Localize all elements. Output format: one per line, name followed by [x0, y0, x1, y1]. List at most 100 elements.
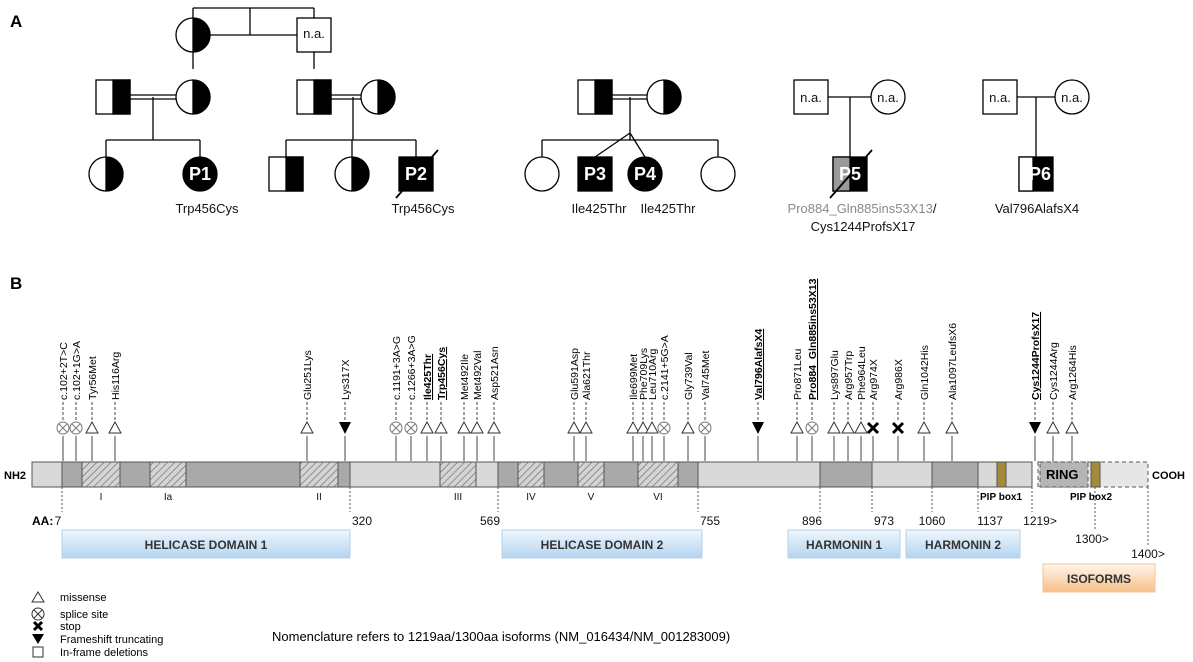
mutation-label: Met492Ile [459, 354, 471, 400]
position-320: 320 [352, 514, 372, 528]
mutation-label: Ile425Thr [422, 354, 434, 400]
mutation-label: Pro884_Gln885ins53X13 [807, 278, 819, 400]
position-1400: 1400> [1131, 547, 1165, 561]
mutation-marker: Cys1244Arg [1046, 342, 1060, 461]
pip-box1-bar [996, 461, 1007, 488]
mutation-label: Ala1097LeufsX6 [947, 323, 959, 400]
legend-inframe-icon [32, 646, 44, 658]
pip-box1-label: PIP box1 [980, 492, 1022, 503]
position-guides [61, 487, 1149, 545]
legend-missense-icon [31, 591, 45, 603]
legend-stop-icon [32, 620, 44, 632]
mutation-marker: Tyr56Met [85, 356, 99, 461]
mutation-label: Glu251Lys [302, 350, 314, 400]
mutation-label: Ala621Thr [581, 351, 593, 400]
legend: missense splice site stop Frameshift tru… [31, 591, 163, 659]
motif-V-box [577, 461, 605, 488]
position-973: 973 [874, 514, 894, 528]
helicase-domain-1-label: HELICASE DOMAIN 1 [145, 538, 268, 552]
p1-mutation: Trp456Cys [175, 201, 239, 216]
mutation-label: Lys897Glu [829, 350, 841, 400]
mutation-marker: Ala621Thr [579, 351, 593, 461]
p5-mutation-line: Pro884_Gln885ins53X13/ [788, 201, 937, 216]
motif-III-box [439, 461, 477, 488]
mutation-label: c.1266+3A>G [406, 335, 418, 400]
mutation-label: Gly739Val [683, 352, 695, 400]
mutation-label: c.102+2T>C [58, 342, 70, 400]
position-7: 7 [55, 514, 62, 528]
mutation-label: Arg1264His [1067, 345, 1079, 400]
mutation-label: Ile699Met [628, 354, 640, 400]
mutation-marker: Pro871Leu [790, 348, 804, 461]
harmonin-1-banner [787, 529, 901, 559]
motif-IV-box [517, 461, 545, 488]
motif-II-box [299, 461, 339, 488]
pedigree-family-4 [982, 79, 1090, 192]
harmonin-2-region [931, 461, 979, 488]
mutation-marker: c.1191+3A>G [389, 336, 403, 461]
ring-label: RING [1046, 467, 1079, 482]
mutation-label: c.102+1G>A [71, 341, 83, 400]
legend-missense-label: missense [60, 592, 106, 604]
motif-label-I: I [100, 492, 103, 503]
mutation-marker: Glu251Lys [300, 350, 314, 461]
patient-p3: P3 [584, 164, 606, 184]
na-label-3: n.a. [877, 90, 899, 105]
legend-frameshift-icon [32, 634, 44, 644]
panel-a-label: A [10, 12, 22, 31]
mutation-label: His116Arg [110, 352, 122, 400]
ring-region [1039, 461, 1089, 488]
harmonin-2-label: HARMONIN 2 [925, 538, 1001, 552]
na-label-5: n.a. [1061, 90, 1083, 105]
motif-VI-box [637, 461, 679, 488]
harmonin-1-label: HARMONIN 1 [806, 538, 882, 552]
helicase-domain-2-label: HELICASE DOMAIN 2 [541, 538, 664, 552]
isoforms-banner [1042, 563, 1156, 593]
mutation-label: Cys1244ProfsX17 [1030, 312, 1042, 400]
legend-stop-label: stop [60, 621, 81, 633]
patient-p4: P4 [634, 164, 656, 184]
p5-mutation-b: Cys1244ProfsX17 [811, 219, 916, 234]
mutation-label: Gln1042His [919, 345, 931, 400]
mutation-marker: Ile699Met [626, 354, 640, 461]
position-1219: 1219> [1023, 514, 1057, 528]
mutation-marker: Ala1097LeufsX6 [945, 323, 959, 461]
motif-Ia-box [149, 461, 187, 488]
mutation-marker: Cys1244ProfsX17 [1029, 312, 1042, 461]
na-label-2: n.a. [800, 90, 822, 105]
mutation-label: Met492Val [472, 351, 484, 400]
position-1137: 1137 [977, 514, 1003, 528]
mutation-marker: Gly739Val [681, 352, 695, 461]
nomenclature-note: Nomenclature refers to 1219aa/1300aa iso… [272, 629, 730, 644]
pip-box2-bar [1090, 461, 1101, 488]
aa-label: AA: [32, 514, 53, 528]
pedigree-family-2 [524, 79, 736, 192]
mutation-label: Cys1244Arg [1048, 342, 1060, 400]
harmonin-2-banner [905, 529, 1021, 559]
position-1060: 1060 [919, 514, 946, 528]
mutation-marker: Met492Val [470, 351, 484, 461]
mutation-marker: Phe964Leu [854, 346, 868, 461]
cooh-label: COOH [1152, 470, 1185, 482]
patient-p2: P2 [405, 164, 427, 184]
mutation-marker: c.1266+3A>G [404, 335, 418, 461]
mutation-marker: Arg1264His [1065, 345, 1079, 461]
mutation-label: Tyr56Met [87, 356, 99, 400]
p2-mutation: Trp456Cys [391, 201, 455, 216]
motif-label-VI: VI [653, 492, 662, 503]
helicase-domain-2-banner [501, 529, 703, 559]
p6-mutation: Val796AlafsX4 [995, 201, 1079, 216]
mutation-marker: Arg957Trp [841, 351, 855, 461]
p5-mutation-a: Pro884_Gln885ins53X13 [788, 201, 933, 216]
p5-mutation-sep: / [933, 201, 937, 216]
mutation-marker: Lys897Glu [827, 350, 841, 461]
mutation-marker: Pro884_Gln885ins53X13 [805, 278, 819, 461]
mutation-marker: c.2141+5G>A [657, 335, 671, 461]
mutation-marker: Phe709Lys [636, 348, 650, 461]
position-896: 896 [802, 514, 822, 528]
mutation-marker: His116Arg [108, 352, 122, 461]
na-label-1: n.a. [303, 26, 325, 41]
mutation-marker: Asp521Asn [487, 346, 501, 461]
patient-p5: P5 [839, 164, 861, 184]
